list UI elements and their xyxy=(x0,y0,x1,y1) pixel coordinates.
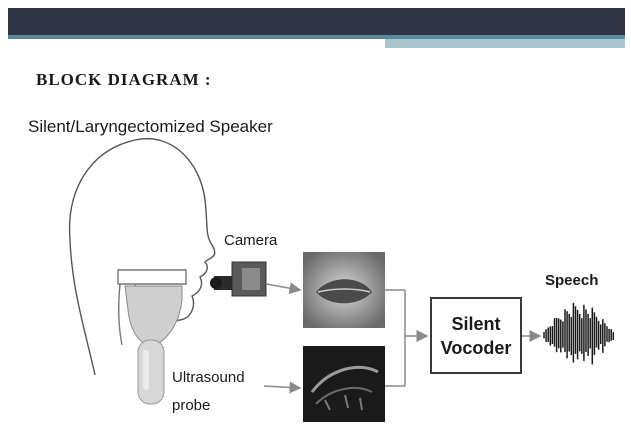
speech-waveform-icon xyxy=(544,303,613,365)
ultrasound-label-line2: probe xyxy=(172,392,245,420)
vocoder-label-line1: Silent xyxy=(451,312,500,336)
images-to-vocoder-connector xyxy=(385,290,427,386)
camera-icon xyxy=(210,262,266,296)
lip-image xyxy=(303,252,385,328)
tongue-shading xyxy=(125,286,182,345)
silent-vocoder-box: Silent Vocoder xyxy=(430,297,522,374)
probe-to-image-arrow xyxy=(264,386,300,388)
ultrasound-image xyxy=(303,346,385,422)
speech-output-label: Speech xyxy=(545,272,598,289)
camera-label: Camera xyxy=(224,232,277,249)
ultrasound-probe-label: Ultrasound probe xyxy=(172,364,245,420)
camera-to-image-arrow xyxy=(266,284,300,290)
vocoder-label-line2: Vocoder xyxy=(441,336,512,360)
ultrasound-label-line1: Ultrasound xyxy=(172,364,245,392)
ultrasound-probe-icon xyxy=(138,340,164,404)
